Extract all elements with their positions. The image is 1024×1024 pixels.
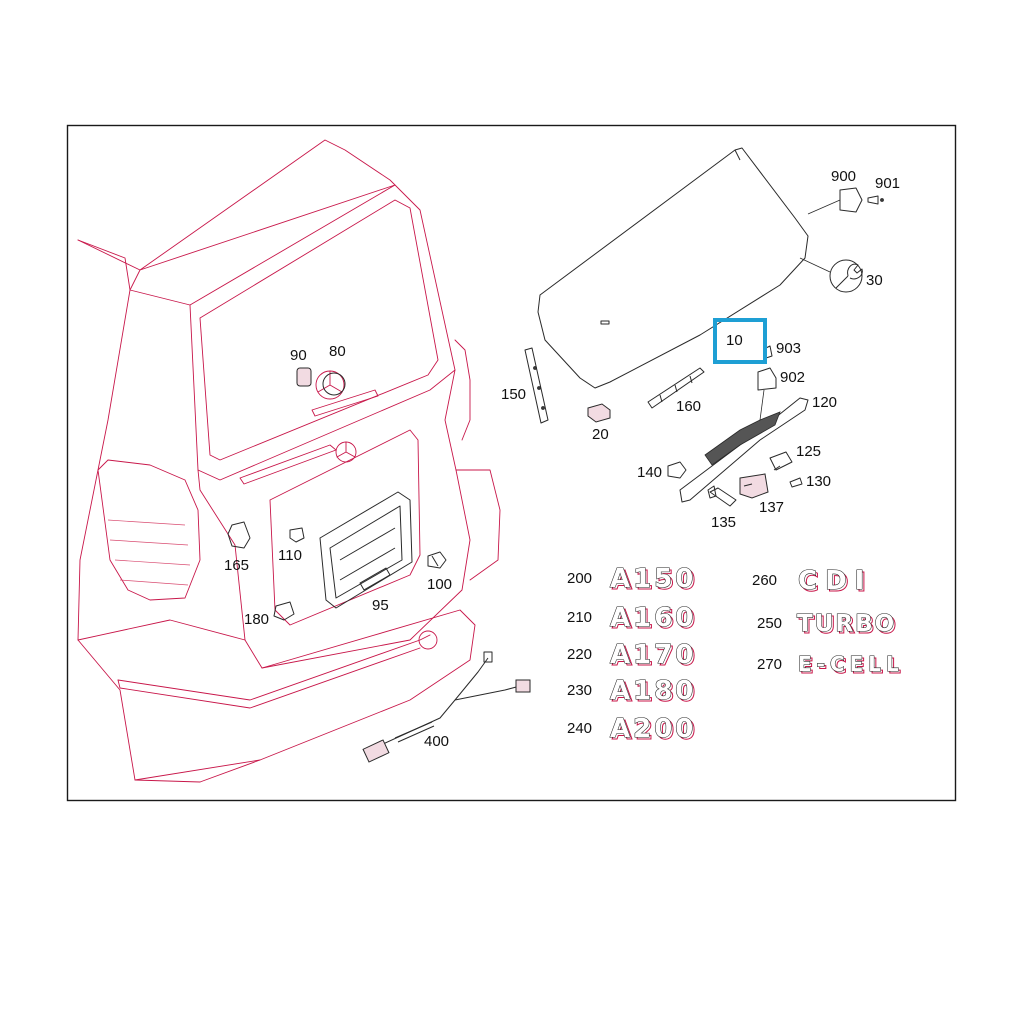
trim-strip-160 xyxy=(647,367,705,409)
label-100[interactable]: 100 xyxy=(427,576,452,593)
screw-135 xyxy=(709,487,737,507)
badge-text-a200: A200 xyxy=(610,714,696,744)
label-80[interactable]: 80 xyxy=(329,343,346,360)
badge-text-a150: A150 xyxy=(610,564,696,594)
clip-902 xyxy=(757,367,777,391)
label-901[interactable]: 901 xyxy=(875,175,900,192)
label-903[interactable]: 903 xyxy=(776,340,801,357)
badge-text-ecell-shadow: E-CELL xyxy=(800,654,906,678)
clip-180 xyxy=(273,601,295,621)
screw-110 xyxy=(289,527,305,543)
badge-text-a170-shadow: A170 xyxy=(612,642,698,672)
label-95[interactable]: 95 xyxy=(372,597,389,614)
badge-number-210[interactable]: 210 xyxy=(567,609,592,626)
lock-137 xyxy=(739,473,769,499)
label-30[interactable]: 30 xyxy=(866,272,883,289)
diagram-frame xyxy=(66,124,957,802)
cap-90 xyxy=(296,367,312,387)
badge-text-turbo-shadow: TURBO xyxy=(799,613,898,639)
badge-number-200[interactable]: 200 xyxy=(567,570,592,587)
screw-100 xyxy=(427,551,447,569)
label-165[interactable]: 165 xyxy=(224,557,249,574)
label-130[interactable]: 130 xyxy=(806,473,831,490)
rear-window-glass xyxy=(537,147,809,389)
badge-text-a170: A170 xyxy=(610,640,696,670)
badge-text-turbo: TURBO xyxy=(797,611,896,637)
badge-text-a180-shadow: A180 xyxy=(612,678,698,708)
badge-number-260[interactable]: 260 xyxy=(752,572,777,589)
badge-number-240[interactable]: 240 xyxy=(567,720,592,737)
plate-holder-95 xyxy=(319,491,413,609)
badge-number-230[interactable]: 230 xyxy=(567,682,592,699)
label-150[interactable]: 150 xyxy=(501,386,526,403)
badge-number-220[interactable]: 220 xyxy=(567,646,592,663)
badge-text-a180: A180 xyxy=(610,676,696,706)
clip-165 xyxy=(227,521,251,549)
label-120[interactable]: 120 xyxy=(812,394,837,411)
cover-900 xyxy=(839,187,863,213)
bulb-130 xyxy=(789,477,803,488)
badge-number-250[interactable]: 250 xyxy=(757,615,782,632)
badge-number-270[interactable]: 270 xyxy=(757,656,782,673)
wrench-icon xyxy=(799,257,863,293)
badge-text-a200-shadow: A200 xyxy=(612,716,698,746)
badge-text-a160: A160 xyxy=(610,603,696,633)
model-badges: 200 A150 A150 210 A160 A160 220 A170 A17… xyxy=(567,563,906,746)
label-20[interactable]: 20 xyxy=(592,426,609,443)
badge-text-ecell: E-CELL xyxy=(798,652,904,676)
label-90[interactable]: 90 xyxy=(290,347,307,364)
star-emblem-80 xyxy=(322,372,346,396)
label-135[interactable]: 135 xyxy=(711,514,736,531)
part-labels: 10 20 30 80 90 95 100 110 120 125 130 13… xyxy=(224,168,900,750)
label-140[interactable]: 140 xyxy=(637,464,662,481)
label-900[interactable]: 900 xyxy=(831,168,856,185)
label-160[interactable]: 160 xyxy=(676,398,701,415)
car-rear-illustration xyxy=(77,139,501,783)
highlight-box-part-10 xyxy=(713,318,767,364)
trim-strip-150 xyxy=(524,347,549,424)
label-110[interactable]: 110 xyxy=(278,547,302,564)
badge-text-cdi: CDI xyxy=(798,566,872,596)
parts-group xyxy=(227,147,884,763)
badge-text-a160-shadow: A160 xyxy=(612,605,698,635)
label-902[interactable]: 902 xyxy=(780,369,805,386)
badge-text-cdi-shadow: CDI xyxy=(800,568,874,598)
label-180[interactable]: 180 xyxy=(244,611,269,628)
label-137[interactable]: 137 xyxy=(759,499,784,516)
label-400[interactable]: 400 xyxy=(424,733,449,750)
badge-text-a150-shadow: A150 xyxy=(612,566,698,596)
bracket-125 xyxy=(769,451,793,471)
label-10[interactable]: 10 xyxy=(726,332,743,349)
spacer-20 xyxy=(587,403,611,423)
clip-140 xyxy=(667,461,687,479)
cable-harness-400 xyxy=(362,651,531,763)
label-125[interactable]: 125 xyxy=(796,443,821,460)
